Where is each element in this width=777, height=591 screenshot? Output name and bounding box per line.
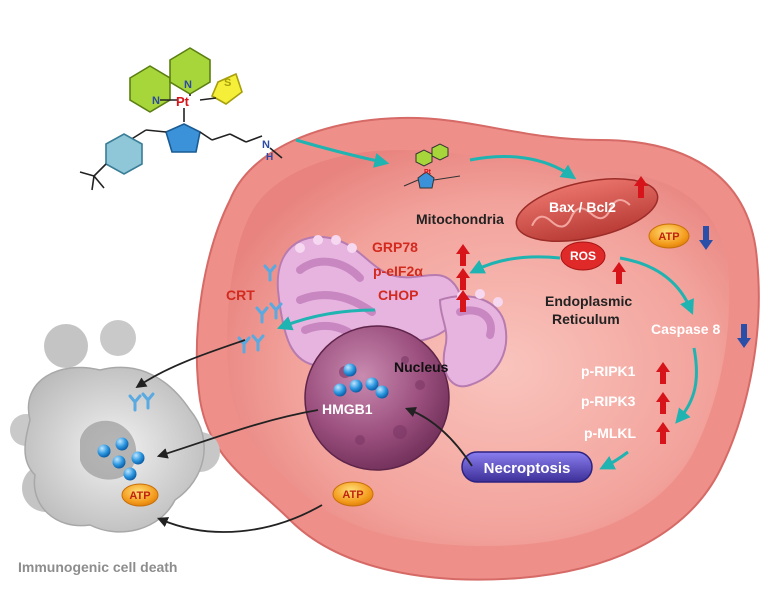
s-atom-label: S: [224, 77, 231, 89]
atp-bottom-label: ATP: [342, 489, 363, 501]
chop-up-arrow: [456, 290, 470, 312]
peif2a-label: p-eIF2α: [373, 263, 423, 279]
nucleus: [304, 325, 450, 471]
mitochondria: [515, 178, 659, 242]
necroptosis-badge: Necroptosis: [461, 451, 593, 483]
grp78-up-arrow: [456, 244, 470, 266]
pripk1-up-arrow: [656, 362, 670, 384]
crt-receptor-icon: [128, 392, 155, 412]
er-label-line2: Reticulum: [552, 311, 620, 327]
atp-bottom-badge: ATP: [332, 481, 374, 507]
dying-cell: [10, 320, 220, 533]
pripk3-label: p-RIPK3: [581, 393, 636, 409]
chop-to-crt-arrow: [276, 308, 376, 331]
atp-top-label: ATP: [658, 231, 679, 243]
mini-compound-icon: [403, 143, 461, 189]
atp-top-badge: ATP: [648, 223, 690, 249]
n-atom-label-mid: N: [184, 79, 192, 91]
hmgb1-label: HMGB1: [322, 401, 373, 417]
necroptosis-label: Necroptosis: [484, 460, 571, 477]
mini-pt-label: Pt: [424, 169, 432, 176]
pripk1-label: p-RIPK1: [581, 363, 636, 379]
nucleus-label: Nucleus: [394, 359, 449, 375]
ros-badge: ROS: [560, 241, 606, 271]
endoplasmic-reticulum: [276, 235, 508, 388]
drug-entry-arrow: [295, 138, 390, 168]
hmgb1-particles: [333, 363, 389, 399]
immunogenic-cell-death-label: Immunogenic cell death: [18, 559, 177, 575]
atp-dying-badge: ATP: [121, 483, 159, 507]
atp-release-arrow: [157, 504, 323, 533]
bax-bcl2-up-arrow: [634, 176, 648, 198]
necroptosis-to-hmgb1-arrow: [404, 406, 473, 467]
crt-surface-receptors: [237, 264, 283, 354]
ros-to-er-arrow: [469, 255, 561, 274]
caspase8-label: Caspase 8: [651, 321, 720, 337]
ros-label: ROS: [570, 249, 596, 263]
pmlkl-up-arrow: [656, 422, 670, 444]
hmgb1-release-arrow: [156, 409, 319, 459]
pripk3-up-arrow: [656, 392, 670, 414]
amine-h-label: H: [266, 152, 273, 163]
mitochondria-label: Mitochondria: [416, 211, 504, 227]
pt-atom-label: Pt: [176, 94, 190, 109]
er-label-line1: Endoplasmic: [545, 293, 632, 309]
pt-complex-structure: [79, 47, 283, 191]
hmgb1-particles-released: [97, 437, 145, 481]
ros-up-arrow: [612, 262, 626, 284]
atp-down-arrow: [699, 226, 713, 250]
grp78-label: GRP78: [372, 239, 418, 255]
crt-exposure-arrow: [135, 339, 246, 388]
caspase8-down-arrow: [737, 324, 751, 348]
bax-bcl2-label: Bax / Bcl2: [549, 199, 616, 215]
atp-dying-label: ATP: [129, 490, 150, 502]
ros-to-caspase-arrow: [619, 256, 694, 315]
peif2a-up-arrow: [456, 268, 470, 290]
caspase-to-ripk-arrow: [675, 347, 698, 424]
chop-label: CHOP: [378, 287, 418, 303]
n-atom-label-left: N: [152, 95, 160, 107]
mlkl-to-necroptosis-arrow: [599, 450, 629, 470]
to-mitochondria-arrow: [469, 155, 577, 180]
pmlkl-label: p-MLKL: [584, 425, 637, 441]
crt-label: CRT: [226, 287, 255, 303]
amine-n-label: N: [262, 139, 270, 151]
